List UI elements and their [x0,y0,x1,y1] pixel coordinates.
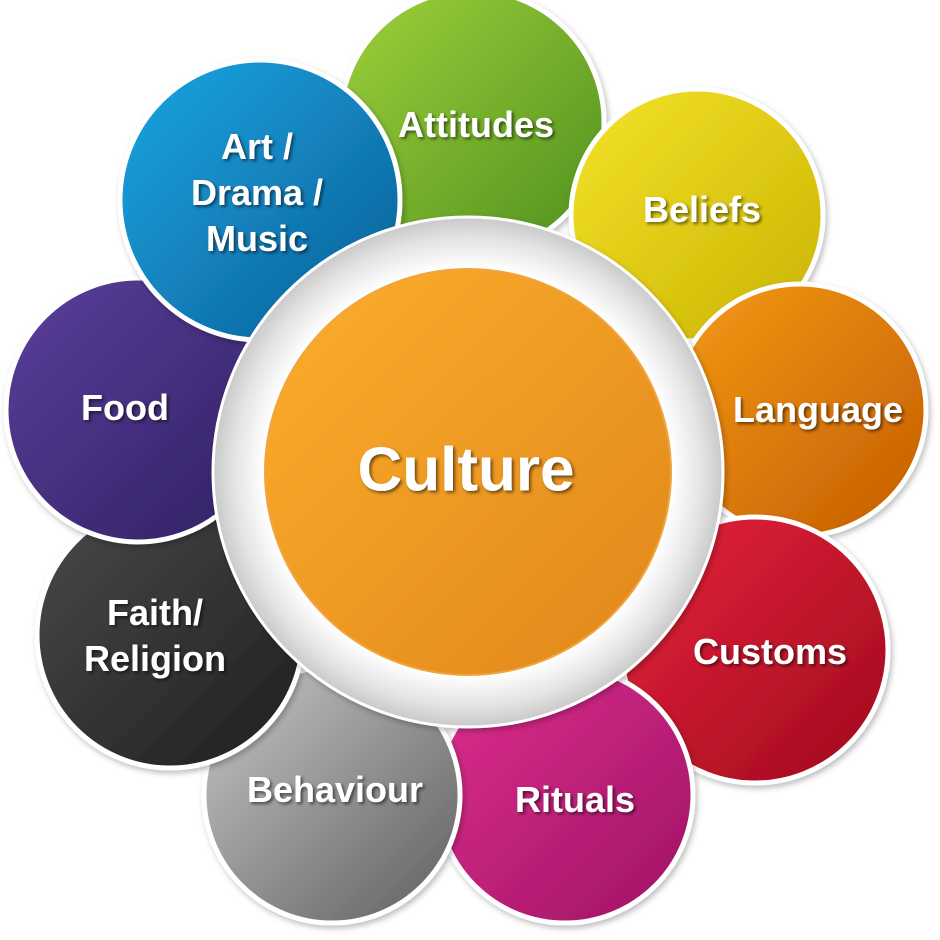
center-circle [264,268,672,676]
petal-label-food: Food [81,387,169,428]
petal-label-faith-religion: Faith/Religion [84,592,226,679]
petal-label-beliefs: Beliefs [643,189,761,230]
petal-label-line: Behaviour [247,769,423,810]
petal-label-line: Rituals [515,779,635,820]
center-hub: Culture [211,215,725,729]
petal-label-rituals: Rituals [515,779,635,820]
petal-label-line: Beliefs [643,189,761,230]
petal-label-line: Faith/ [107,592,203,633]
petal-label-line: Language [733,389,903,430]
petal-label-line: Drama / [191,172,323,213]
center-label: Culture [358,435,575,504]
petal-label-line: Food [81,387,169,428]
petal-label-attitudes: Attitudes [398,104,554,145]
petal-label-line: Attitudes [398,104,554,145]
petal-label-behaviour: Behaviour [247,769,423,810]
petal-label-line: Customs [693,631,847,672]
petal-label-customs: Customs [693,631,847,672]
petal-attitudes: Attitudes [337,0,607,257]
petal-label-line: Art / [221,126,293,167]
petal-label-art-drama-music: Art / Drama / Music [191,126,323,259]
petal-label-line: Music [206,218,308,259]
petal-label-language: Language [733,389,903,430]
petal-label-line: Religion [84,638,226,679]
